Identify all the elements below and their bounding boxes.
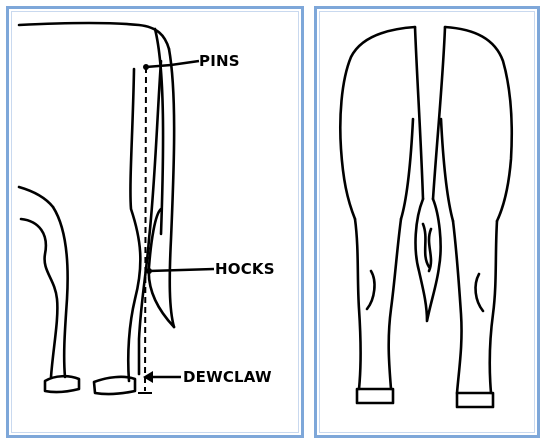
left-hoof <box>357 389 393 403</box>
tail-switch <box>416 199 441 321</box>
dewclaw-label: DEWCLAW <box>183 368 272 386</box>
plumb-line <box>145 67 146 391</box>
hocks-pointer <box>149 269 214 271</box>
tail-switch-detail <box>423 224 431 271</box>
right-leg-inner <box>453 221 462 393</box>
right-thigh-inner <box>441 119 453 221</box>
tail-outer <box>169 49 174 327</box>
rump-outline-right <box>445 27 512 221</box>
hocks-dot <box>146 268 152 274</box>
cow-side-view-drawing: PINS HOCKS DEWCLAW <box>9 9 301 435</box>
front-hoof <box>45 376 79 392</box>
rear-leg-back <box>139 61 161 374</box>
pins-label: PINS <box>199 52 240 70</box>
left-leg-inner <box>389 219 401 389</box>
hocks-label: HOCKS <box>215 260 275 278</box>
side-view-panel: PINS HOCKS DEWCLAW <box>6 6 304 438</box>
pins-dot <box>143 64 149 70</box>
left-leg-outer <box>355 219 361 389</box>
right-hock <box>476 274 483 311</box>
left-hock <box>367 271 374 309</box>
right-hoof <box>457 393 493 407</box>
tail-left <box>415 27 423 199</box>
cow-rear-view-drawing <box>317 9 537 435</box>
front-leg-inner <box>21 219 57 377</box>
left-thigh-inner <box>401 119 413 219</box>
rear-view-panel <box>314 6 540 438</box>
rump-outline <box>340 27 415 219</box>
back-line <box>19 23 169 49</box>
belly-line <box>19 187 53 207</box>
tail-right <box>433 27 445 199</box>
right-leg-outer <box>490 221 497 393</box>
